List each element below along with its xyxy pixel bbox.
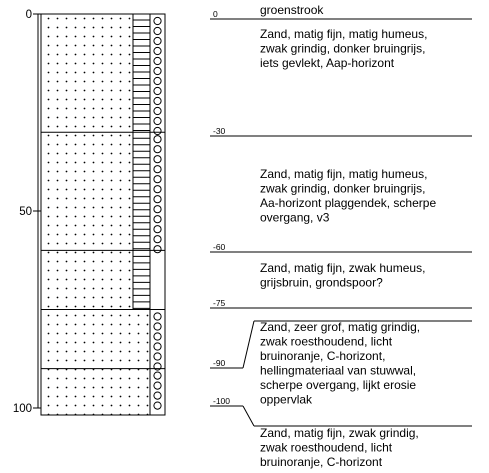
gravel-symbol <box>153 371 162 380</box>
description-line: overgang, v3 <box>260 211 330 225</box>
lithology-layer <box>41 249 165 310</box>
description-line: Aa-horizont plaggendek, scherpe <box>260 196 436 210</box>
sand-pattern <box>41 309 150 369</box>
gravel-symbol <box>153 205 162 214</box>
axis-tick-label: 0 <box>26 9 32 21</box>
description-line: groenstrook <box>260 3 324 17</box>
gravel-symbol <box>153 235 162 244</box>
gravel-symbol <box>153 381 162 390</box>
gravel-symbol <box>153 195 162 204</box>
column-outline <box>40 13 166 416</box>
layer-description: Zand, matig fijn, zwak humeus,grijsbruin… <box>260 261 425 290</box>
gravel-symbol <box>153 245 162 254</box>
gravel-symbol <box>153 165 162 174</box>
description-line: Zand, zeer grof, matig grindig, <box>260 320 420 334</box>
description-line: iets gevlekt, Aap-horizont <box>260 56 395 70</box>
description-line: zwak roesthoudend, licht <box>260 335 393 349</box>
sand-pattern <box>41 14 133 133</box>
depth-axis: 0 50 100 <box>13 9 41 415</box>
gravel-symbol <box>153 362 162 371</box>
gravel-symbol <box>153 86 162 96</box>
axis-tick-label: 100 <box>13 403 32 415</box>
depth-leader <box>242 405 255 427</box>
depth-marker-label: -100 <box>213 396 230 406</box>
gravel-symbol <box>153 36 162 46</box>
description-line: hellingmateriaal van stuwwal, <box>260 364 416 378</box>
depth-marker-label: -60 <box>213 242 226 252</box>
gravel-symbol <box>153 126 162 136</box>
sand-pattern <box>41 132 133 251</box>
description-line: scherpe overgang, lijkt erosie <box>260 378 416 392</box>
gravel-symbol <box>153 215 162 224</box>
description-line: Zand, matig fijn, zwak humeus, <box>260 261 425 275</box>
axis-tick-label: 50 <box>19 206 32 218</box>
gravel-symbol <box>153 155 162 164</box>
gravel-symbol <box>153 66 162 76</box>
layer-description: Zand, zeer grof, matig grindig,zwak roes… <box>260 320 420 407</box>
depth-marker-label: -30 <box>213 126 226 136</box>
description-line: bruinoranje, C-horizont, <box>260 349 385 363</box>
description-line: Zand, matig fijn, matig humeus, <box>260 167 427 181</box>
gravel-symbol <box>153 185 162 194</box>
gravel-symbol <box>153 96 162 106</box>
layer-description: Zand, matig fijn, zwak grindig,zwak roes… <box>260 426 419 469</box>
gravel-symbol <box>153 56 162 66</box>
sand-pattern <box>41 250 133 310</box>
layer-description: Zand, matig fijn, matig humeus,zwak grin… <box>260 27 427 70</box>
depth-leader <box>242 320 255 369</box>
description-line: bruinoranje, C-horizont <box>260 455 383 469</box>
gravel-symbol <box>153 391 162 400</box>
lithology-layer <box>41 13 165 136</box>
depth-marker-label: 0 <box>213 9 218 19</box>
lithology-layer <box>41 368 165 415</box>
gravel-symbol <box>153 352 162 361</box>
gravel-symbol <box>153 135 162 144</box>
gravel-symbol <box>153 106 162 116</box>
gravel-symbol <box>153 332 162 341</box>
lithology-layer <box>41 309 165 371</box>
gravel-symbol <box>153 175 162 184</box>
layer-description: groenstrook <box>260 3 324 17</box>
description-line: zwak roesthoudend, licht <box>260 441 393 455</box>
gravel-symbol <box>153 312 162 321</box>
gravel-symbol <box>153 116 162 126</box>
layer-description: Zand, matig fijn, matig humeus,zwak grin… <box>260 167 436 225</box>
description-line: oppervlak <box>260 393 313 407</box>
depth-marker-label: -75 <box>213 298 226 308</box>
gravel-symbol <box>153 342 162 351</box>
description-line: grijsbruin, grondspoor? <box>260 276 383 290</box>
sand-pattern <box>41 368 150 415</box>
gravel-symbol <box>153 26 162 36</box>
depth-marker-label: -90 <box>213 358 226 368</box>
description-line: Zand, matig fijn, matig humeus, <box>260 27 427 41</box>
gravel-symbol <box>153 76 162 86</box>
gravel-symbol <box>153 46 162 56</box>
description-line: zwak grindig, donker bruingrijs, <box>260 182 425 196</box>
lithology-layer <box>41 131 165 254</box>
gravel-symbol <box>153 322 162 331</box>
gravel-symbol <box>153 401 162 410</box>
description-line: zwak grindig, donker bruingrijs, <box>260 42 425 56</box>
gravel-symbol <box>153 225 162 234</box>
description-line: Zand, matig fijn, zwak grindig, <box>260 426 419 440</box>
gravel-symbol <box>153 145 162 154</box>
gravel-symbol <box>153 16 162 26</box>
lithology-column <box>40 13 166 416</box>
